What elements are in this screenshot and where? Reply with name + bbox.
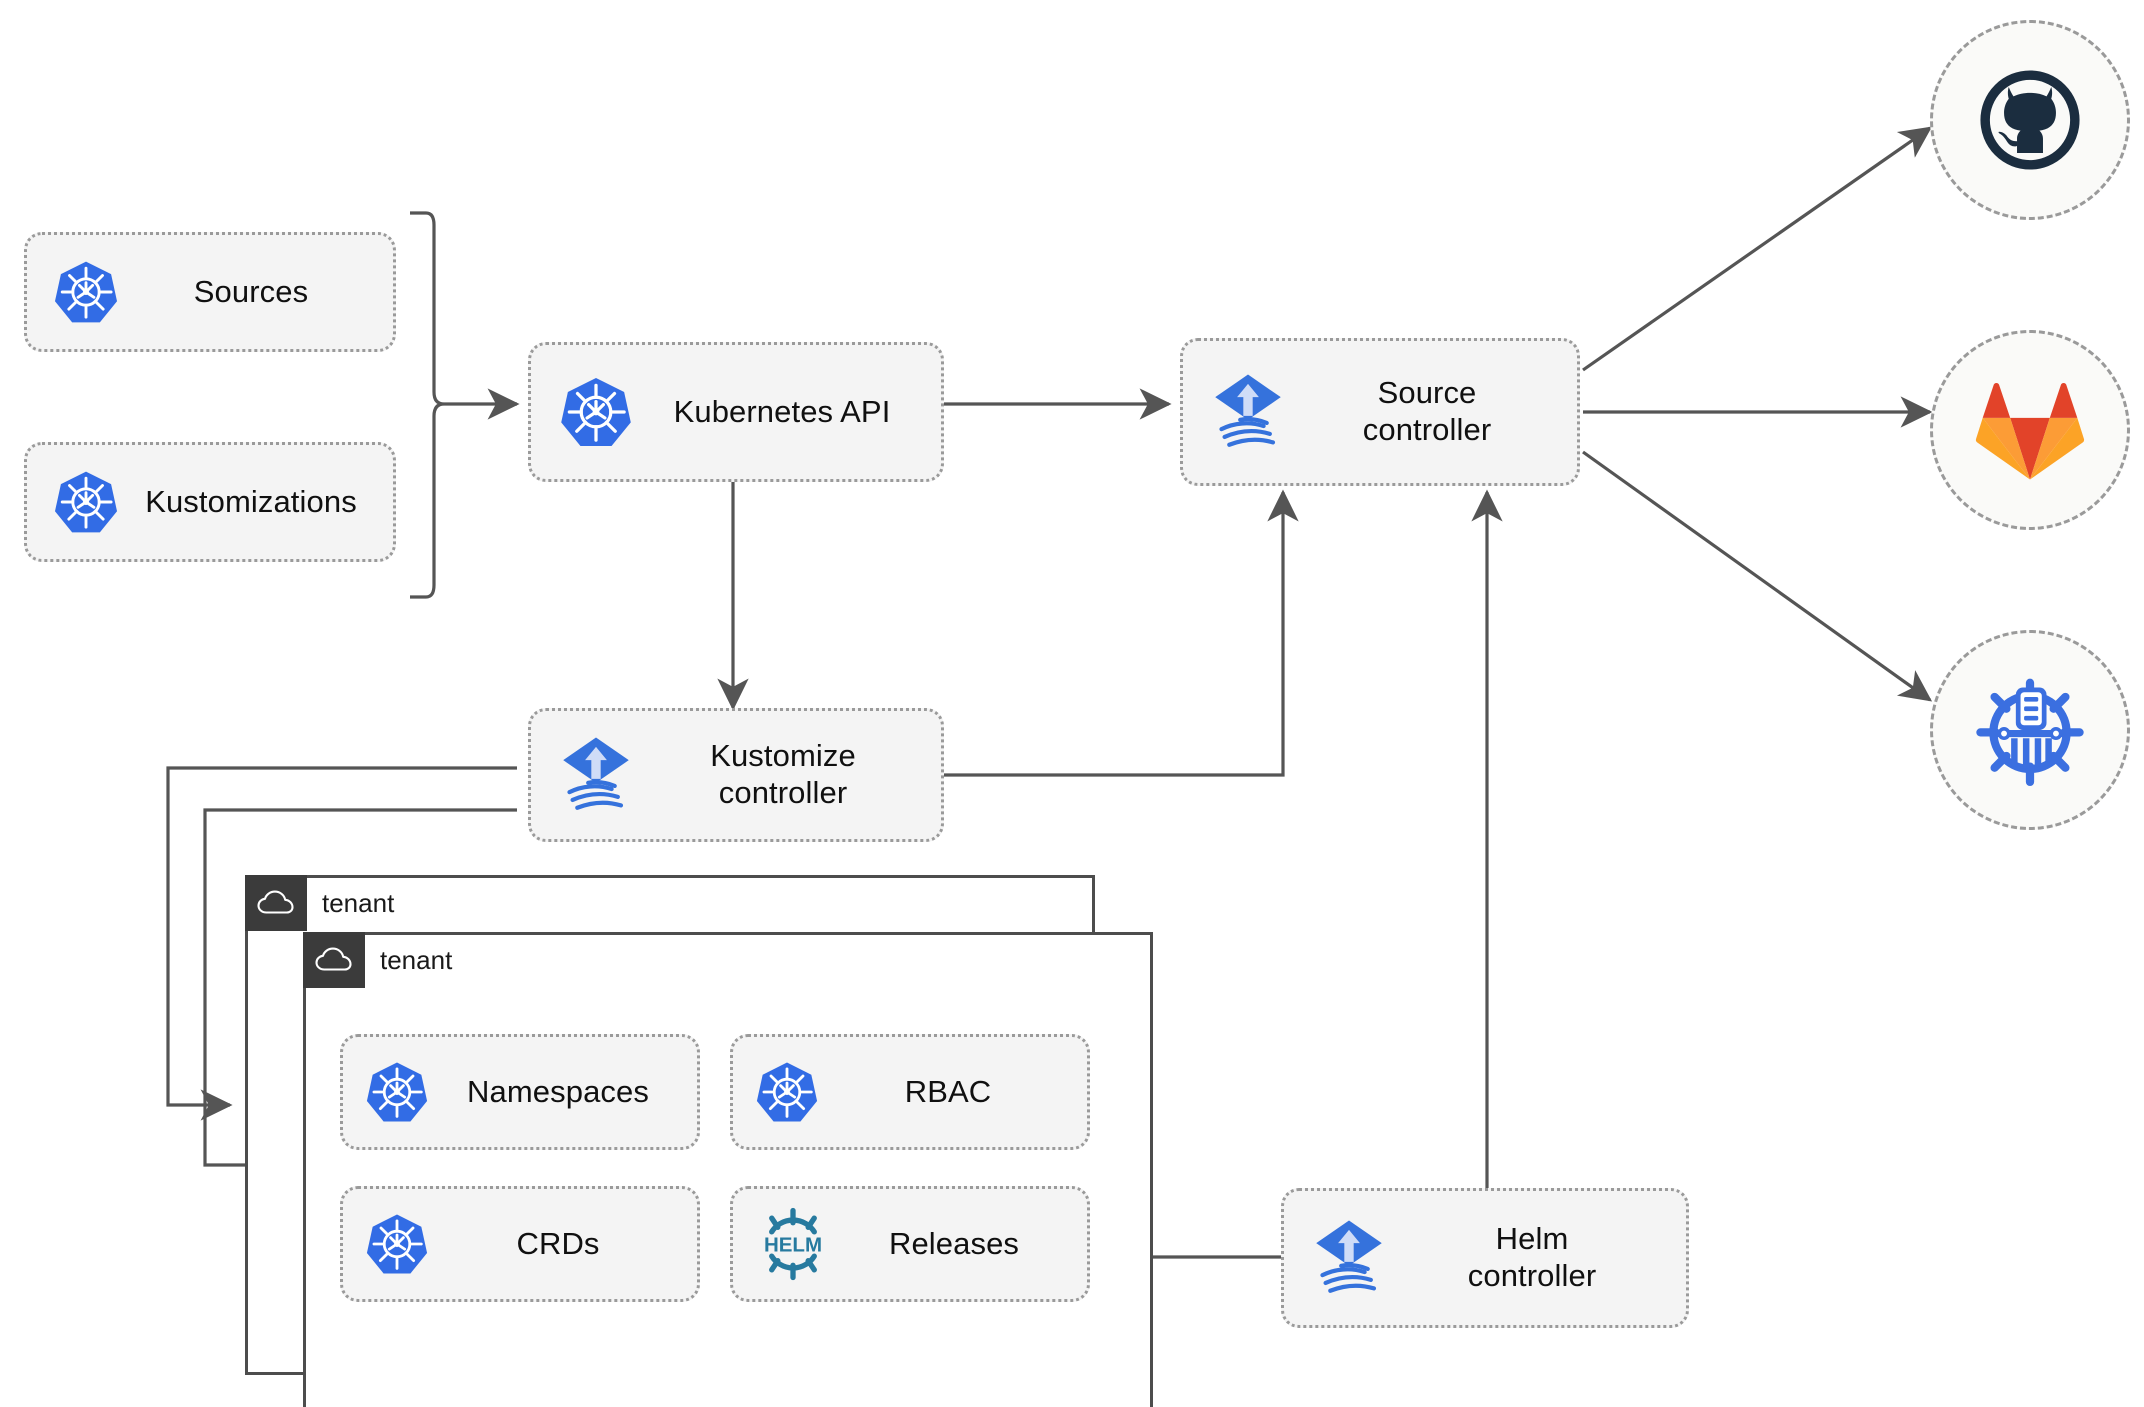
edge-source-to-helm-registry [1582, 450, 1933, 702]
node-releases[interactable]: HELM Releases [730, 1186, 1090, 1302]
node-label: Sources [193, 273, 309, 309]
flux-icon [1209, 371, 1287, 453]
node-label: Source controller [1287, 375, 1577, 448]
external-repo-github[interactable] [1930, 20, 2130, 220]
node-label: RBAC [904, 1073, 992, 1109]
node-label-line2: controller [1467, 1258, 1597, 1293]
node-label: Namespaces [467, 1073, 649, 1109]
github-icon [1971, 61, 2089, 179]
kubernetes-icon [53, 259, 119, 325]
node-label: Releases [888, 1225, 1020, 1261]
external-repo-helm-registry[interactable] [1930, 630, 2130, 830]
kubernetes-icon [53, 469, 119, 535]
node-label-line2: controller [718, 775, 848, 810]
node-namespaces[interactable]: Namespaces [340, 1034, 700, 1150]
node-label: Helm controller [1388, 1221, 1686, 1294]
tenant-container-inner[interactable]: tenant [303, 932, 1153, 1407]
group-bracket [410, 211, 445, 599]
flux-icon [557, 734, 635, 816]
helm-icon: HELM [755, 1206, 831, 1282]
node-sources[interactable]: Sources [24, 232, 396, 352]
external-repo-gitlab[interactable] [1930, 330, 2130, 530]
node-kustomize-controller[interactable]: Kustomize controller [528, 708, 944, 842]
node-crds[interactable]: CRDs [340, 1186, 700, 1302]
gitlab-icon [1975, 378, 2085, 482]
flux-icon [1310, 1217, 1388, 1299]
svg-text:HELM: HELM [764, 1234, 822, 1257]
kubernetes-icon [365, 1212, 429, 1276]
node-label: Kustomize controller [635, 738, 941, 811]
cloud-icon [303, 932, 365, 988]
node-helm-controller[interactable]: Helm controller [1281, 1188, 1689, 1328]
node-source-controller[interactable]: Source controller [1180, 338, 1580, 486]
node-label: Kustomizations [145, 483, 357, 519]
edge-kustomize-to-source-controller [944, 489, 1299, 777]
node-label: CRDs [516, 1225, 600, 1261]
node-rbac[interactable]: RBAC [730, 1034, 1090, 1150]
tenant-label-outer: tenant [322, 887, 395, 918]
helm-chart-repository-icon [1971, 671, 2089, 789]
node-label: Kubernetes API [673, 393, 891, 429]
kubernetes-icon [559, 375, 633, 449]
edge-source-to-github [1582, 126, 1933, 372]
node-label-line2: controller [1362, 412, 1492, 447]
node-label-line1: Source [1377, 375, 1477, 411]
node-kustomizations[interactable]: Kustomizations [24, 442, 396, 562]
node-label-line1: Helm [1495, 1221, 1569, 1257]
kubernetes-icon [365, 1060, 429, 1124]
kubernetes-icon [755, 1060, 819, 1124]
node-label-line1: Kustomize [710, 738, 856, 774]
node-kubernetes-api[interactable]: Kubernetes API [528, 342, 944, 482]
cloud-icon [245, 875, 307, 931]
tenant-label-inner: tenant [380, 944, 453, 975]
